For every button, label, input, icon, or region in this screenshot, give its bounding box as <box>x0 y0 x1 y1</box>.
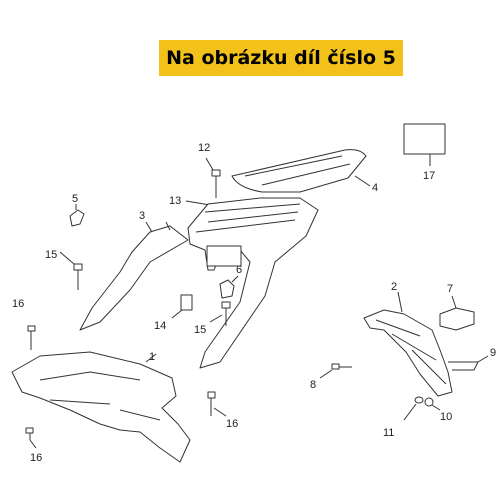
part-9-pin <box>448 355 489 371</box>
part-8-screw <box>319 363 352 379</box>
label-1: 1 <box>149 351 155 363</box>
label-16-top: 16 <box>12 298 24 310</box>
part-4-rack-cover <box>231 149 371 193</box>
part-6-rubber-buffer <box>219 275 239 299</box>
label-10: 10 <box>440 411 452 423</box>
part-2-license-plate-holder <box>363 291 453 397</box>
part-15-bolt-right <box>209 301 231 326</box>
label-9: 9 <box>490 347 496 359</box>
title-text: Na obrázku díl číslo 5 <box>166 47 396 69</box>
leader-10 <box>431 404 441 411</box>
part-15-bolt-left <box>59 251 83 290</box>
label-16-bottom: 16 <box>30 452 42 464</box>
part-10-nut <box>424 397 434 407</box>
label-6: 6 <box>236 264 242 276</box>
part-5-clip <box>69 204 85 227</box>
label-16-right: 16 <box>226 418 238 430</box>
label-15-left: 15 <box>45 249 57 261</box>
label-15-right: 15 <box>194 324 206 336</box>
label-12: 12 <box>198 142 210 154</box>
part-1-rear-fender <box>11 351 191 463</box>
leader-3 <box>165 221 171 231</box>
label-8: 8 <box>310 379 316 391</box>
part-14-spacer <box>171 294 193 319</box>
part-3-rack-frame <box>79 197 319 369</box>
label-4: 4 <box>372 182 378 194</box>
part-7-bracket <box>439 295 475 331</box>
part-16-screw-top <box>27 325 36 350</box>
label-7: 7 <box>447 283 453 295</box>
part-12-bolt <box>205 157 221 198</box>
part-16-screw-bottom <box>25 427 37 449</box>
label-11: 11 <box>383 427 394 439</box>
leader-11 <box>403 403 417 421</box>
part-16-screw-right <box>207 391 227 417</box>
label-3: 3 <box>139 210 145 222</box>
label-2: 2 <box>391 281 397 293</box>
label-13: 13 <box>169 195 181 207</box>
part-17-label-plate <box>403 123 446 155</box>
label-14: 14 <box>154 320 166 332</box>
leader-13 <box>185 200 211 206</box>
label-17: 17 <box>423 170 435 182</box>
title-banner: Na obrázku díl číslo 5 <box>159 40 403 76</box>
part-11-washer <box>414 396 424 404</box>
label-5: 5 <box>72 193 78 205</box>
